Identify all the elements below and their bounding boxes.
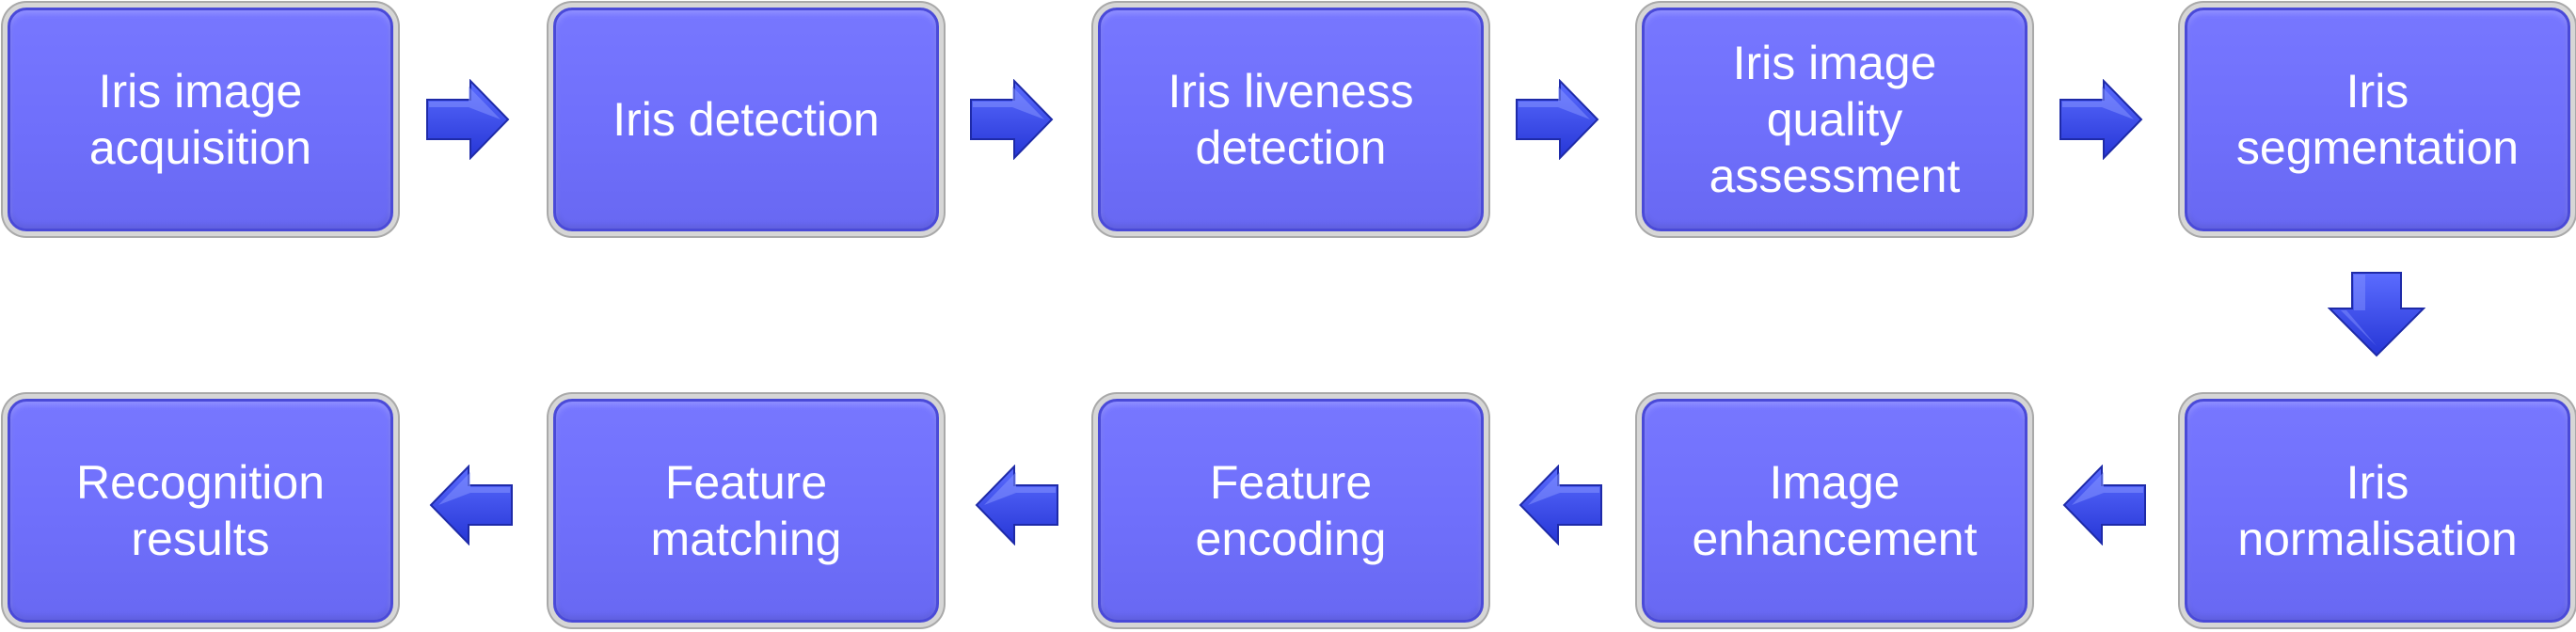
box-label: Iris detection	[612, 93, 880, 146]
box-iris-segmentation: Iris segmentation	[2185, 8, 2570, 231]
box-iris-normalisation: Iris normalisation	[2185, 399, 2570, 623]
box-iris-detection: Iris detection	[553, 8, 939, 231]
box-label: Iris image acquisition	[88, 65, 312, 174]
arrow-right-icon	[969, 79, 1054, 160]
box-iris-image-acquisition: Iris image acquisition	[8, 8, 393, 231]
arrow-left-icon	[1519, 465, 1603, 545]
box-label: Feature encoding	[1195, 456, 1387, 565]
box-label: Recognition results	[75, 456, 326, 565]
arrow-right-icon	[2059, 79, 2143, 160]
box-label: Iris normalisation	[2237, 456, 2518, 565]
box-label: Feature matching	[650, 456, 842, 565]
box-image-enhancement: Image enhancement	[1642, 399, 2027, 623]
arrow-down-icon	[2328, 271, 2425, 357]
arrow-left-icon	[975, 465, 1059, 545]
box-label: Iris image quality assessment	[1709, 37, 1961, 202]
arrow-left-icon	[429, 465, 514, 545]
arrow-right-icon	[425, 79, 510, 160]
box-feature-matching: Feature matching	[553, 399, 939, 623]
box-recognition-results: Recognition results	[8, 399, 393, 623]
box-label: Iris liveness detection	[1168, 65, 1414, 174]
arrow-left-icon	[2062, 465, 2147, 545]
box-label: Image enhancement	[1692, 456, 1978, 565]
box-iris-image-quality-assessment: Iris image quality assessment	[1642, 8, 2027, 231]
box-iris-liveness-detection: Iris liveness detection	[1098, 8, 1484, 231]
box-label: Iris segmentation	[2235, 65, 2520, 174]
box-feature-encoding: Feature encoding	[1098, 399, 1484, 623]
arrow-right-icon	[1515, 79, 1599, 160]
